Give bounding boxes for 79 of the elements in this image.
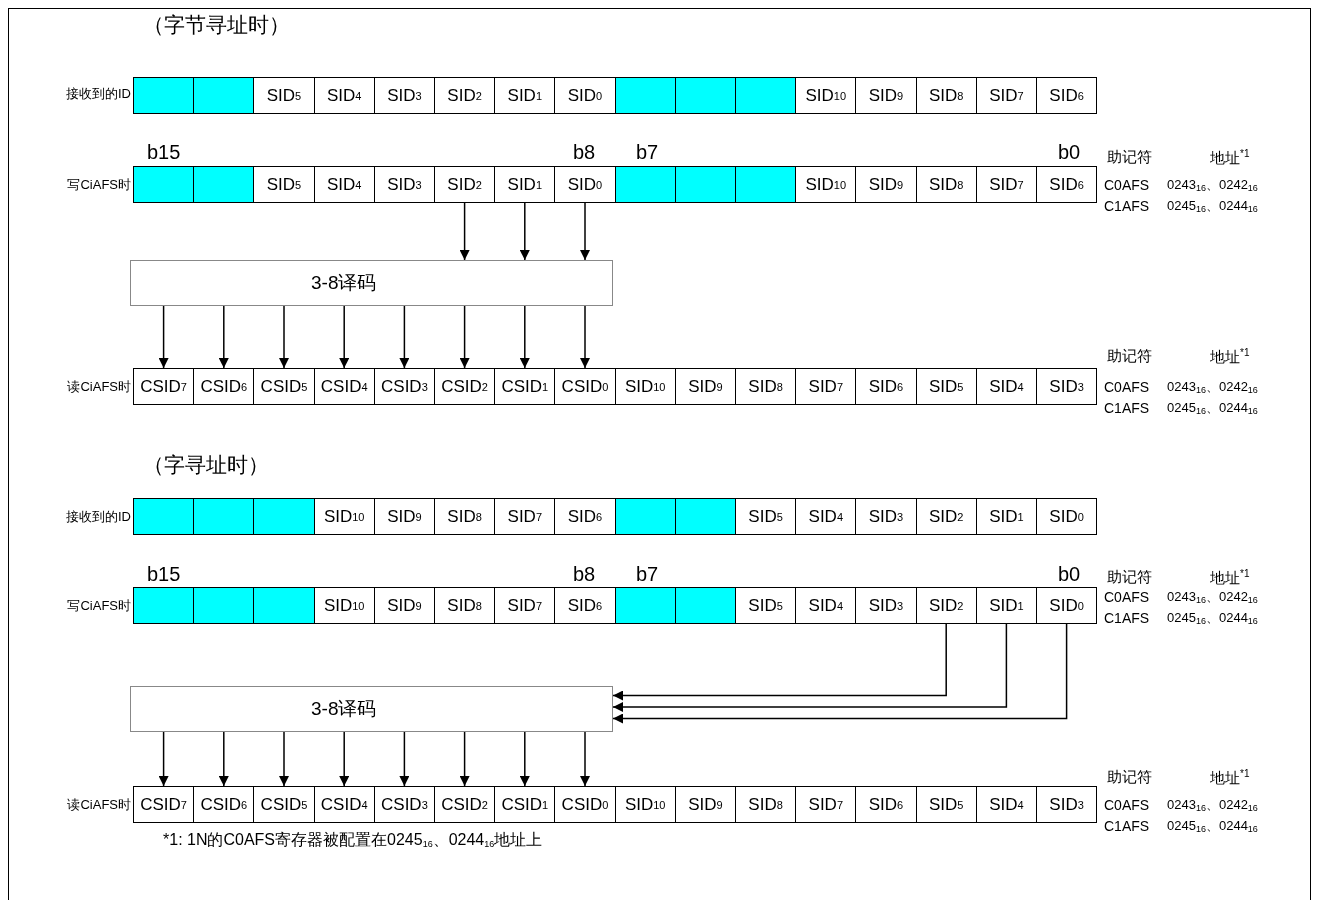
decoder-box: 3-8译码: [130, 260, 613, 306]
address-value: 0243$_{16}$、0242$_{16}$: [1167, 589, 1258, 606]
reserved-bit-cell: [133, 77, 195, 114]
reserved-bit-cell: [193, 77, 255, 114]
bit-number: b15: [147, 140, 181, 164]
column-header: 地址$^{*1}$: [1210, 148, 1250, 167]
reserved-bit-cell: [614, 166, 676, 203]
reserved-bit-cell: [674, 587, 736, 624]
reserved-bit-cell: [735, 166, 797, 203]
reserved-bit-cell: [193, 498, 255, 535]
register-name: C0AFS: [1104, 379, 1150, 396]
register-name: C1AFS: [1104, 400, 1150, 417]
section-heading: （字节寻址时）: [143, 12, 290, 38]
address-value: 0243$_{16}$、0242$_{16}$: [1167, 177, 1258, 194]
address-value: 0245$_{16}$、0244$_{16}$: [1167, 198, 1258, 215]
address-value: 0245$_{16}$、0244$_{16}$: [1167, 818, 1258, 835]
arrow: [279, 305, 289, 369]
section-heading: （字寻址时）: [143, 452, 269, 478]
bit-number: b8: [573, 140, 596, 164]
address-value: 0245$_{16}$、0244$_{16}$: [1167, 610, 1258, 627]
arrow: [459, 305, 470, 369]
arrow: [279, 731, 289, 787]
arrow: [612, 623, 947, 701]
arrow: [612, 623, 1008, 712]
arrow: [218, 731, 229, 787]
register-name: C1AFS: [1104, 198, 1150, 215]
reserved-bit-cell: [614, 587, 676, 624]
bit-number: b7: [636, 140, 659, 164]
arrow: [339, 305, 350, 369]
arrow: [519, 202, 530, 261]
register-name: C1AFS: [1104, 818, 1150, 835]
column-header: 助记符: [1107, 148, 1152, 166]
column-header: 地址$^{*1}$: [1210, 568, 1250, 587]
reserved-bit-cell: [735, 77, 797, 114]
address-value: 0245$_{16}$、0244$_{16}$: [1167, 400, 1258, 417]
arrow: [519, 305, 530, 369]
reserved-bit-cell: [193, 587, 255, 624]
reserved-bit-cell: [133, 587, 195, 624]
bit-number: b15: [147, 562, 181, 586]
reserved-bit-cell: [674, 166, 736, 203]
arrow: [158, 305, 169, 369]
arrow: [580, 731, 590, 787]
register-name: C0AFS: [1104, 589, 1150, 606]
register-name: C0AFS: [1104, 797, 1150, 814]
bit-number: b0: [1058, 562, 1081, 586]
column-header: 地址$^{*1}$: [1210, 768, 1250, 787]
bit-number: b7: [636, 562, 659, 586]
address-value: 0243$_{16}$、0242$_{16}$: [1167, 379, 1258, 396]
column-header: 助记符: [1107, 768, 1152, 786]
reserved-bit-cell: [193, 166, 255, 203]
register-name: C1AFS: [1104, 610, 1150, 627]
footnote: *1: 1N的C0AFS寄存器被配置在0245$_{16}$、0244$_{16}$地址上: [163, 830, 543, 850]
reserved-bit-cell: [614, 498, 676, 535]
arrow: [339, 731, 350, 787]
reserved-bit-cell: [253, 498, 315, 535]
arrow: [399, 731, 410, 787]
bit-number: b8: [573, 562, 596, 586]
reserved-bit-cell: [133, 498, 195, 535]
bit-number: b0: [1058, 140, 1081, 164]
arrow: [612, 623, 1068, 724]
arrow: [580, 202, 590, 261]
reserved-bit-cell: [253, 587, 315, 624]
column-header: 地址$^{*1}$: [1210, 347, 1250, 366]
arrow: [519, 731, 530, 787]
arrow: [459, 202, 470, 261]
arrow: [580, 305, 590, 369]
register-name: C0AFS: [1104, 177, 1150, 194]
reserved-bit-cell: [614, 77, 676, 114]
arrow: [399, 305, 410, 369]
address-value: 0243$_{16}$、0242$_{16}$: [1167, 797, 1258, 814]
arrow: [459, 731, 470, 787]
column-header: 助记符: [1107, 568, 1152, 586]
arrow: [158, 731, 169, 787]
decoder-box: 3-8译码: [130, 686, 613, 732]
column-header: 助记符: [1107, 347, 1152, 365]
reserved-bit-cell: [674, 77, 736, 114]
arrow: [218, 305, 229, 369]
reserved-bit-cell: [674, 498, 736, 535]
reserved-bit-cell: [133, 166, 195, 203]
